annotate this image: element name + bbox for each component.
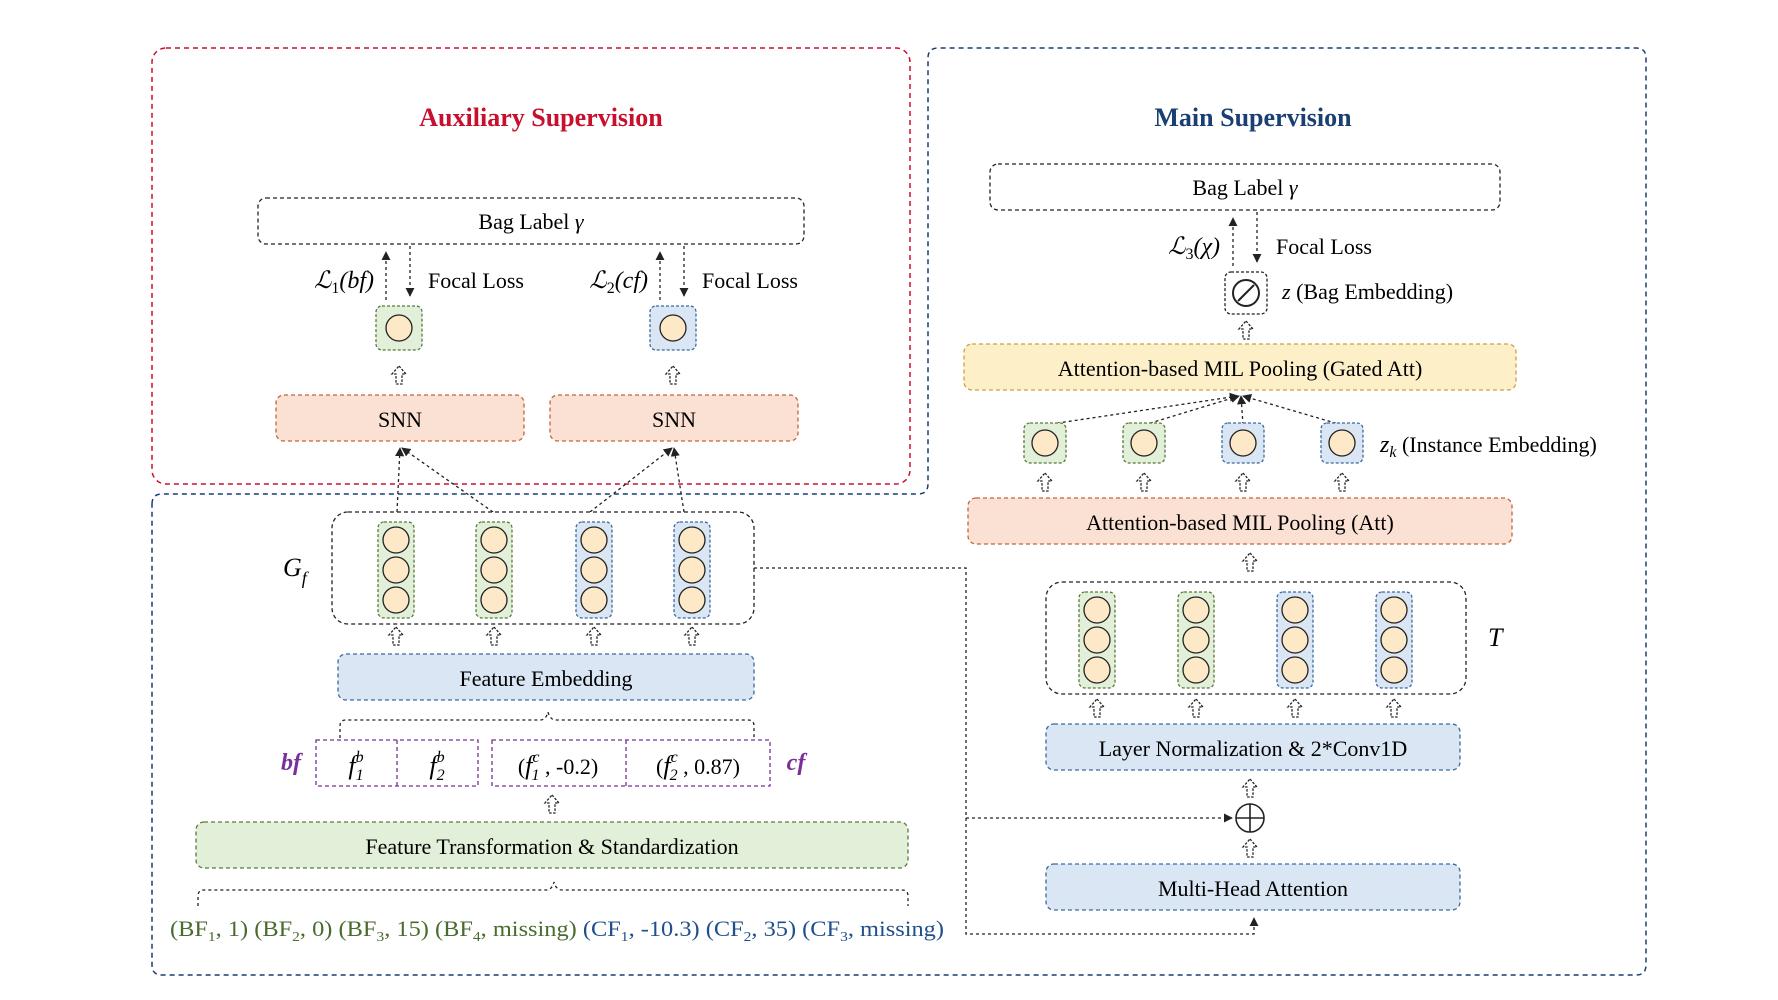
- aux-bag-label: Bag Label γ: [478, 209, 585, 234]
- gf-column-1: [377, 521, 415, 619]
- cf-output-node: [659, 314, 687, 342]
- input-brace: [197, 881, 909, 906]
- main-section-border: [151, 47, 1647, 976]
- bf-label: bf: [281, 750, 303, 776]
- bag-embedding-label: z (Bag Embedding): [1281, 279, 1453, 304]
- instance-node-4: [1328, 429, 1356, 457]
- layer-norm-box: [1045, 723, 1461, 771]
- cf-label: cf: [787, 750, 808, 776]
- focal-loss-label-1: Focal Loss: [428, 268, 524, 293]
- snn-cf-box: [549, 394, 799, 442]
- bf-output-node: [385, 314, 413, 342]
- aux-title: Auxiliary Supervision: [419, 103, 663, 132]
- t-column-1: [1078, 591, 1116, 689]
- att-pooling-label: Attention-based MIL Pooling (Att): [1086, 510, 1394, 535]
- t-column-3: [1276, 591, 1314, 689]
- gf-label: Gf: [283, 553, 310, 588]
- main-bag-label: Bag Label γ: [1192, 175, 1299, 200]
- instance-embedding-label: zk (Instance Embedding): [1379, 432, 1597, 461]
- att-pooling-box: [967, 497, 1513, 545]
- snn-cf-label: SNN: [652, 407, 696, 432]
- t-label: T: [1488, 623, 1504, 652]
- gf-column-2: [475, 521, 513, 619]
- mha-label: Multi-Head Attention: [1158, 876, 1348, 901]
- mha-box: [1045, 863, 1461, 911]
- t-column-4: [1375, 591, 1413, 689]
- loss-2-label: ℒ2(cf): [589, 268, 648, 297]
- t-column-2: [1177, 591, 1215, 689]
- cf-box: [491, 739, 771, 787]
- main-title: Main Supervision: [1154, 103, 1352, 132]
- feature-transform-box: [195, 821, 909, 869]
- feature-embedding-box: [337, 653, 755, 701]
- gf-to-mha-connector: [754, 567, 1259, 935]
- instance-node-1: [1031, 429, 1059, 457]
- loss-3-label: ℒ3(χ): [1168, 234, 1220, 263]
- gf-column-4: [673, 521, 711, 619]
- focal-loss-label-2: Focal Loss: [702, 268, 798, 293]
- t-container: [1045, 581, 1467, 695]
- gated-att-pooling-box: [963, 343, 1517, 391]
- aux-bag-label-box: [257, 197, 805, 245]
- snn-bf-label: SNN: [378, 407, 422, 432]
- feature-brace: [339, 711, 755, 738]
- loss-1-label: ℒ1(bf): [314, 268, 374, 297]
- layer-norm-label: Layer Normalization & 2*Conv1D: [1099, 736, 1408, 761]
- aux-section-border: [151, 47, 911, 485]
- instance-node-3: [1229, 429, 1257, 457]
- snn-bf-box: [275, 394, 525, 442]
- main-focal-loss-label: Focal Loss: [1276, 234, 1372, 259]
- gf-column-3: [575, 521, 613, 619]
- feature-transform-label: Feature Transformation & Standardization: [365, 834, 738, 859]
- gf-container: [331, 511, 755, 625]
- main-bag-label-box: [989, 163, 1501, 211]
- feature-embedding-label: Feature Embedding: [460, 666, 633, 691]
- instance-node-2: [1130, 429, 1158, 457]
- gated-att-pooling-label: Attention-based MIL Pooling (Gated Att): [1058, 356, 1423, 381]
